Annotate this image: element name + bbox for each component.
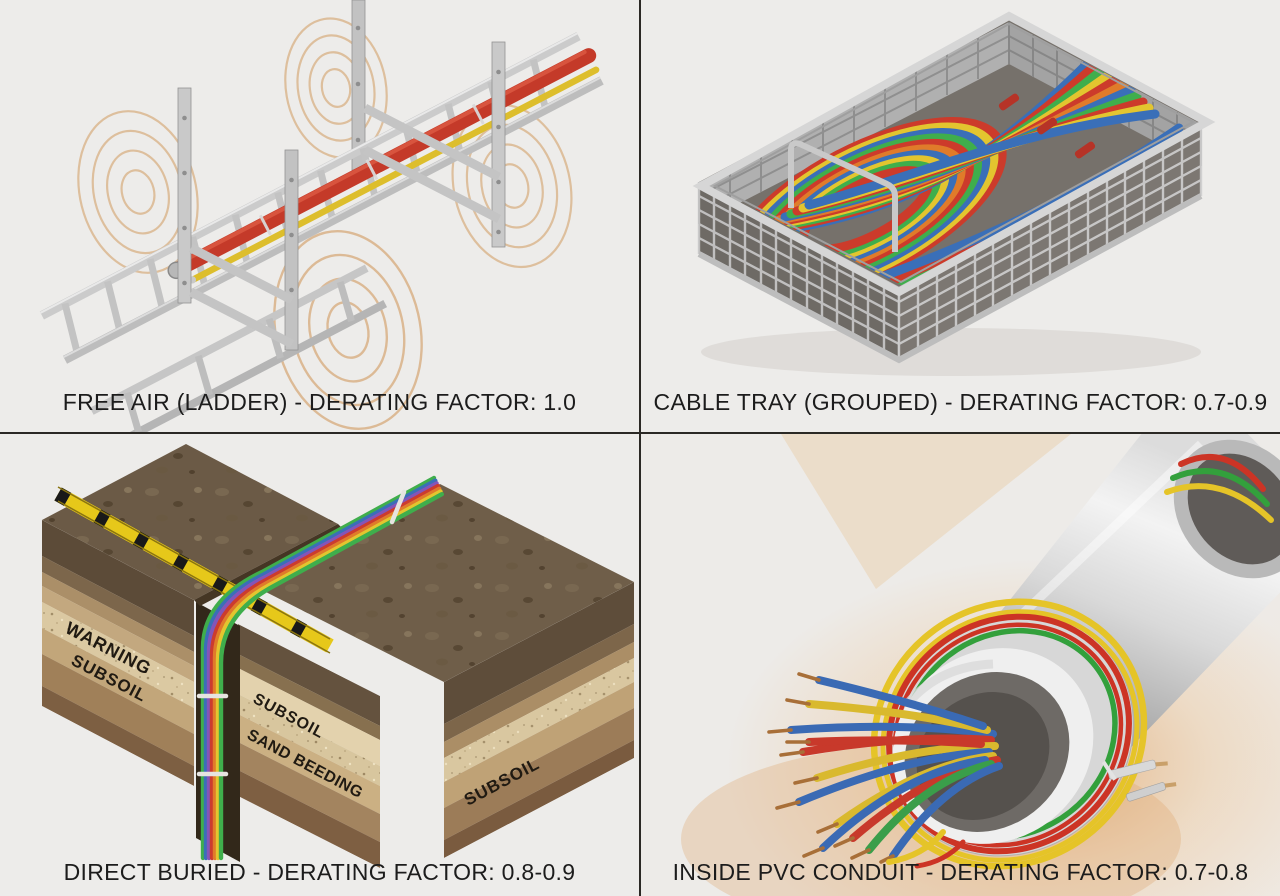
ladder-illustration (39, 0, 604, 432)
support-crossbars (188, 103, 502, 349)
right-soil-block: SUBSOIL (250, 484, 634, 858)
conduit-illustration (681, 434, 1280, 896)
cable-tray-illustration (692, 11, 1216, 376)
cable-ladder (39, 32, 604, 432)
conduit-wires (767, 672, 1003, 864)
panel-free-air-ladder: FREE AIR (LADDER) - DERATING FACTOR: 1.0 (0, 0, 639, 432)
trench-face: SUBSOIL SAND BEEDING (238, 624, 380, 868)
support-post-back (351, 0, 366, 171)
caption-cable-tray: CABLE TRAY (GROUPED) - DERATING FACTOR: … (653, 389, 1268, 415)
left-soil-block: WARNING SUBSOIL (42, 444, 344, 786)
clamp-clips (1101, 759, 1177, 802)
warm-backdrop (781, 434, 1071, 589)
caption-direct-buried: DIRECT BURIED - DERATING FACTOR: 0.8-0.9 (63, 859, 576, 885)
red-zip-ties (998, 93, 1096, 159)
yellow-cable (188, 66, 600, 284)
support-post-right (491, 41, 506, 248)
vertical-divider (639, 0, 641, 896)
caption-free-air-ladder: FREE AIR (LADDER) - DERATING FACTOR: 1.0 (62, 389, 577, 415)
copper-tips (767, 672, 895, 864)
warning-tape (54, 486, 334, 654)
buried-cable-illustration: SUBSOIL SUBSOIL SAND BEEDING (42, 444, 634, 868)
tray-handle (788, 140, 898, 252)
panel-direct-buried: SUBSOIL SUBSOIL SAND BEEDING (0, 434, 639, 896)
bundle-ties (196, 489, 407, 777)
buried-cable-bundle (200, 475, 444, 861)
tray-rim (692, 11, 1216, 297)
horizontal-divider (0, 432, 1280, 434)
panel-pvc-conduit: INSIDE PVC CONDUIT - DERATING FACTOR: 0.… (641, 434, 1280, 896)
caption-pvc-conduit: INSIDE PVC CONDUIT - DERATING FACTOR: 0.… (672, 859, 1249, 885)
loose-strands (886, 829, 966, 869)
cable-ties (258, 103, 485, 236)
tray-front-walls (697, 122, 1203, 364)
support-post-mid (284, 149, 299, 351)
wires-over-far-end (1164, 454, 1274, 523)
tray-shadow (701, 328, 1201, 376)
panel-cable-tray: CABLE TRAY (GROUPED) - DERATING FACTOR: … (641, 0, 1280, 432)
support-post-left (177, 87, 192, 304)
